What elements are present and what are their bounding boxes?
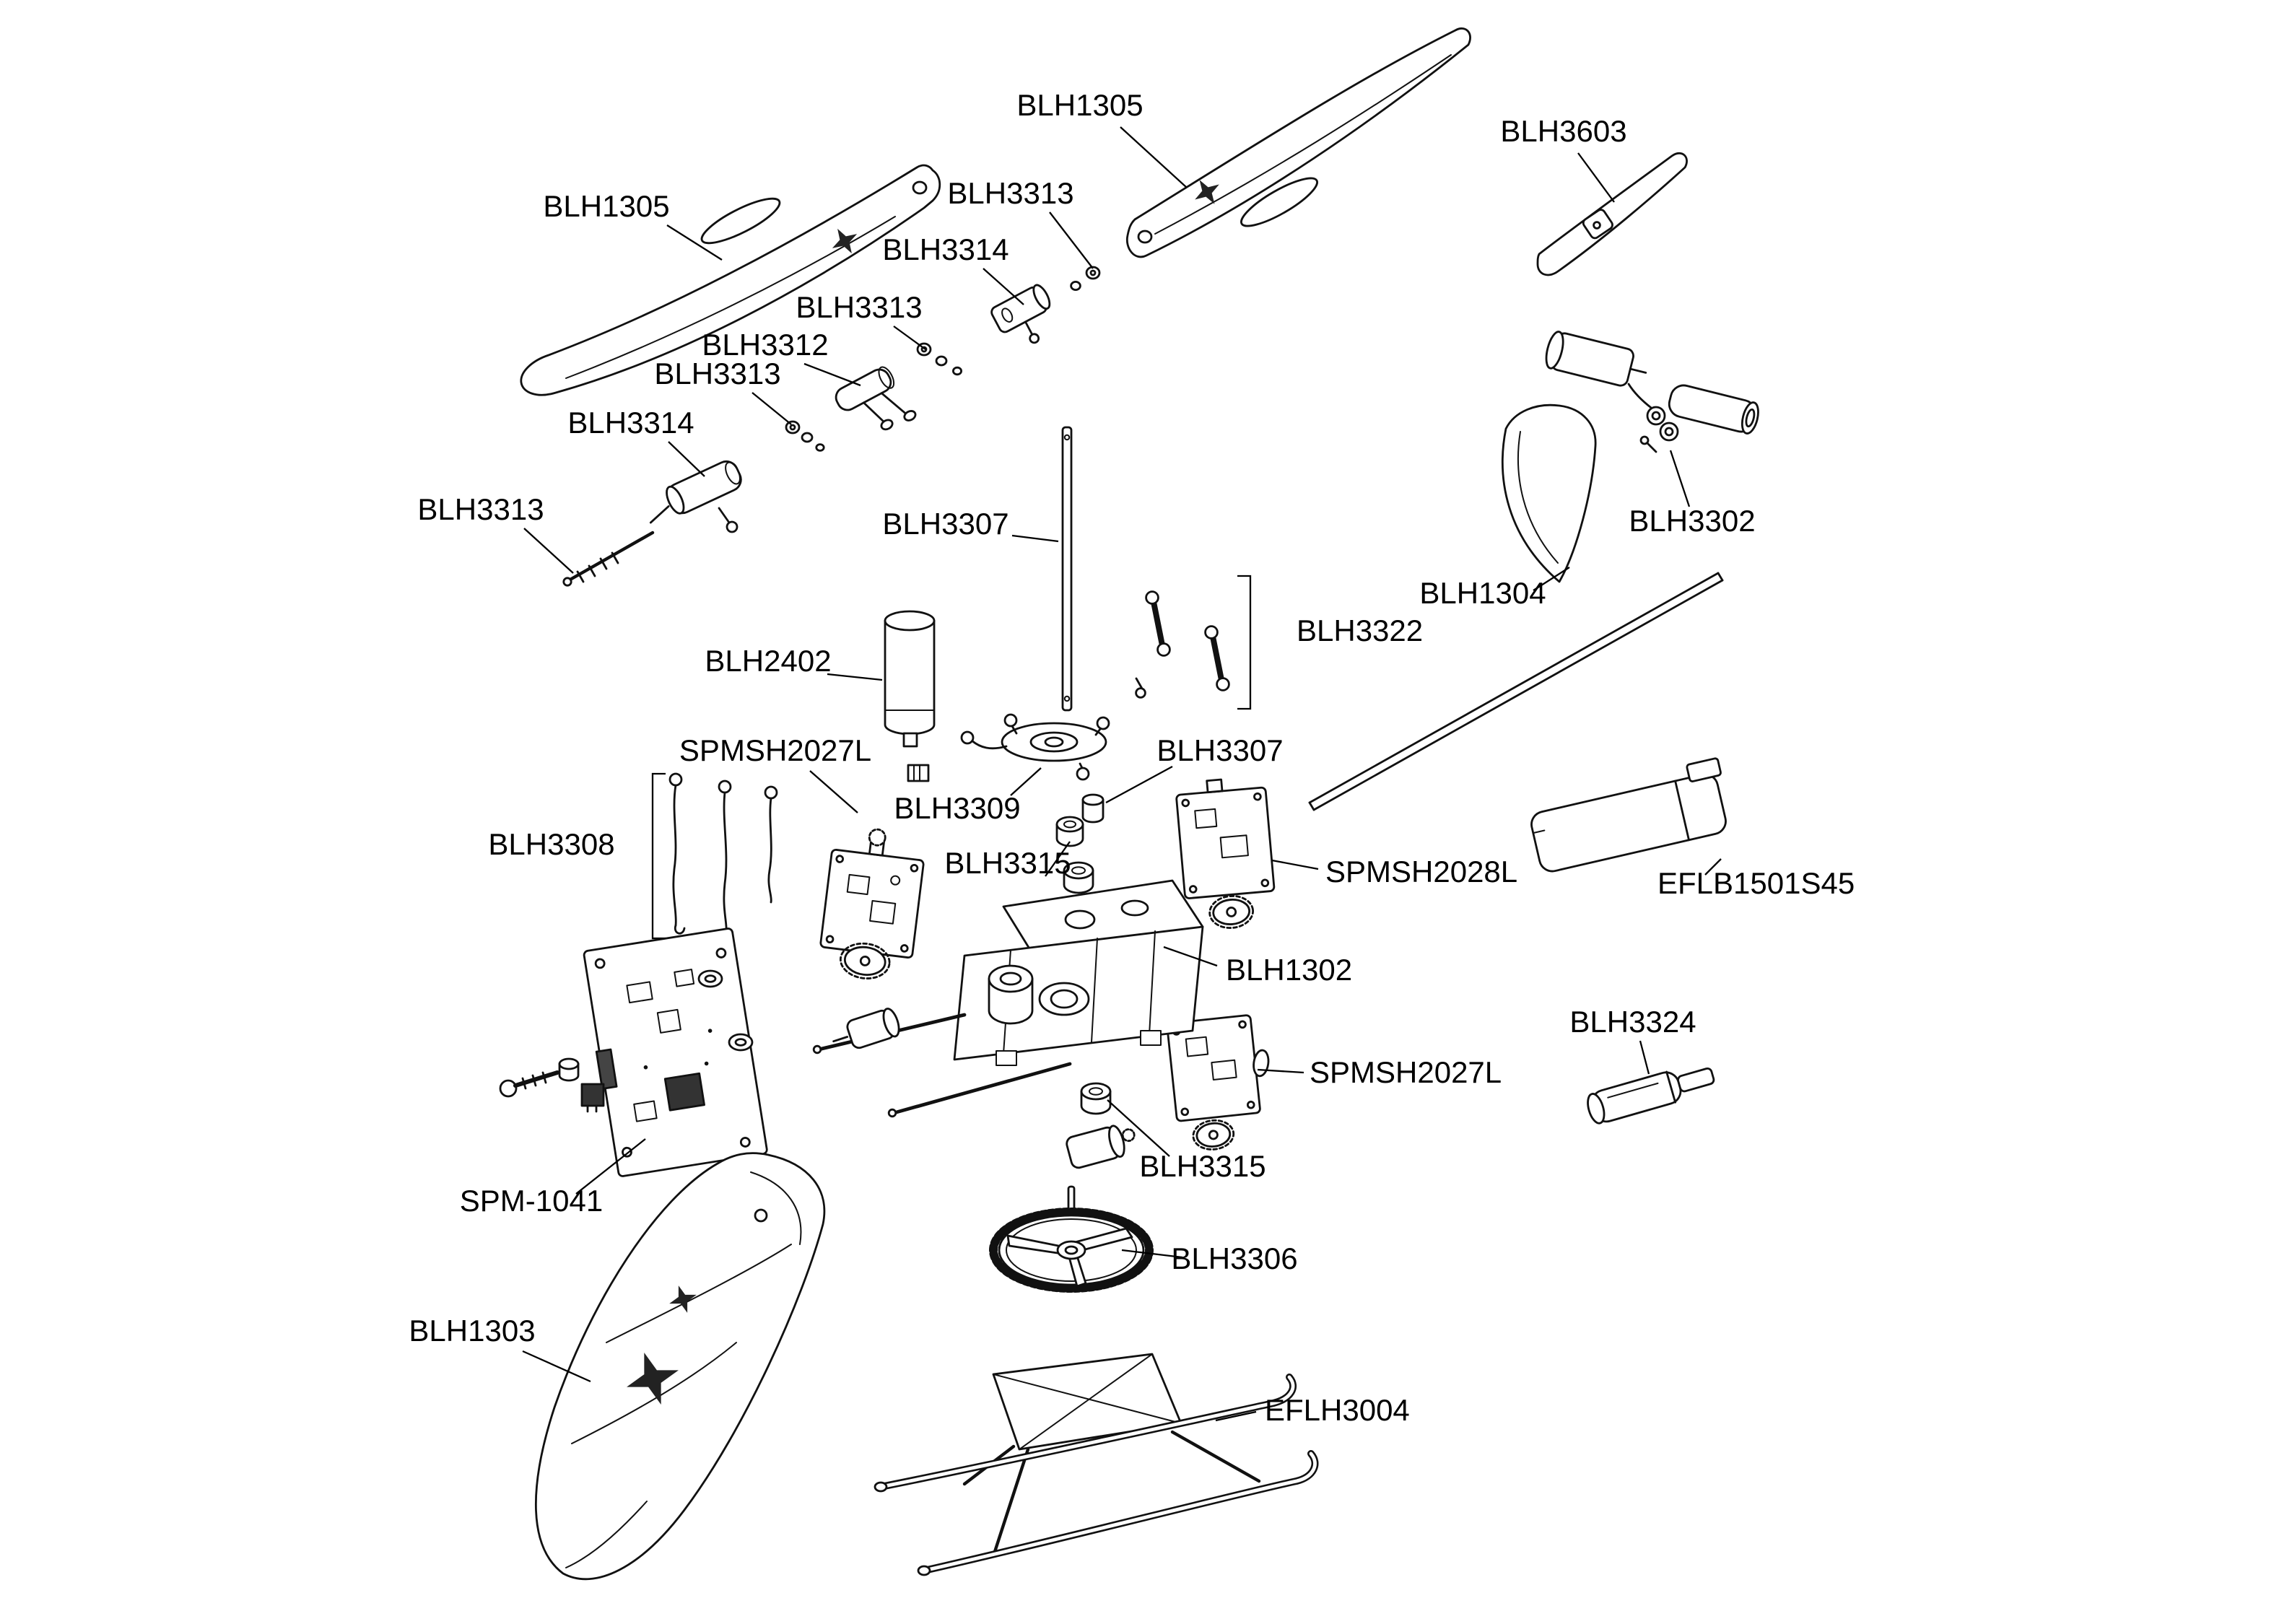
- main-motor: [884, 610, 936, 782]
- main-frame: [812, 879, 1204, 1169]
- label-bearing-lower: BLH3315: [1139, 1149, 1265, 1183]
- label-main-motor: BLH2402: [705, 644, 831, 678]
- pushrod-set: [668, 772, 778, 935]
- servo-lower: [1166, 1014, 1270, 1151]
- label-main-frame: BLH1302: [1226, 953, 1352, 987]
- main-rotor-blade-left: [520, 164, 941, 396]
- label-flybar-pin: BLH3313: [417, 492, 544, 526]
- label-battery: EFLB1501S45: [1657, 866, 1855, 900]
- tail-boom: [1308, 572, 1724, 811]
- label-servo-front: SPMSH2027L: [679, 733, 871, 767]
- bracket-linkage-set: [1237, 575, 1252, 710]
- washer-set-c: [785, 420, 825, 452]
- rotor-hub-upper: [990, 284, 1051, 344]
- tail-rotor-blade: [1536, 152, 1688, 276]
- leader-lines: [522, 126, 1722, 1422]
- main-gear: [989, 1185, 1154, 1293]
- label-tail-fin: BLH1304: [1419, 576, 1546, 610]
- canopy: [534, 1152, 826, 1581]
- bracket-pushrod-set: [651, 772, 666, 940]
- servo-right: [1175, 778, 1276, 929]
- servo-front: [819, 828, 925, 979]
- rotor-hub-lower: [649, 460, 742, 533]
- label-canopy: BLH1303: [409, 1314, 535, 1348]
- grip-tool: [1587, 1067, 1715, 1125]
- label-bearing-upper: BLH3315: [944, 846, 1071, 880]
- label-main-gear: BLH3306: [1171, 1241, 1297, 1275]
- label-control-board: SPM-1041: [460, 1184, 603, 1218]
- bearing-upper: [1055, 816, 1084, 847]
- bearing-mid: [1063, 861, 1094, 894]
- swashplate: [960, 677, 1146, 781]
- label-blade-left: BLH1305: [543, 189, 669, 223]
- label-pushrod-set: BLH3308: [488, 827, 614, 861]
- label-tail-motor-mount: BLH3302: [1629, 504, 1755, 538]
- battery: [1530, 757, 1727, 873]
- label-landing-skid: EFLH3004: [1265, 1393, 1410, 1427]
- main-shaft: [1061, 426, 1073, 712]
- tail-motor-assembly: [1545, 331, 1759, 453]
- label-swashplate: BLH3309: [894, 791, 1020, 825]
- label-tail-blade: BLH3603: [1500, 114, 1626, 148]
- flybar-paddle-left: [700, 197, 781, 245]
- label-washer-set-a: BLH3313: [947, 176, 1073, 210]
- control-board: [499, 927, 768, 1177]
- label-hub-lower: BLH3314: [567, 406, 694, 440]
- flybar-pin: [562, 531, 655, 587]
- blade-grip: [835, 366, 917, 431]
- label-blade-grip: BLH3312: [702, 328, 828, 362]
- label-servo-right: SPMSH2028L: [1325, 855, 1517, 889]
- label-blade-right: BLH1305: [1016, 88, 1143, 122]
- label-washer-set-c: BLH3313: [654, 357, 780, 390]
- linkage-set: [1145, 590, 1230, 691]
- tail-fin: [1502, 403, 1597, 583]
- main-rotor-blade-right: [1125, 27, 1471, 258]
- flybar-paddle-right: [1240, 177, 1318, 227]
- label-hub-upper: BLH3314: [882, 232, 1009, 266]
- label-grip-tool: BLH3324: [1569, 1005, 1696, 1039]
- washer-set-a: [1070, 266, 1101, 291]
- bearing-lower: [1080, 1082, 1112, 1115]
- label-washer-set-b: BLH3313: [796, 290, 922, 324]
- label-shaft-collar: BLH3307: [1156, 733, 1283, 767]
- label-linkage-set: BLH3322: [1297, 614, 1423, 647]
- label-servo-lower: SPMSH2027L: [1310, 1055, 1502, 1089]
- landing-skid: [874, 1353, 1319, 1576]
- label-main-shaft: BLH3307: [882, 507, 1009, 541]
- shaft-collar: [1081, 793, 1105, 824]
